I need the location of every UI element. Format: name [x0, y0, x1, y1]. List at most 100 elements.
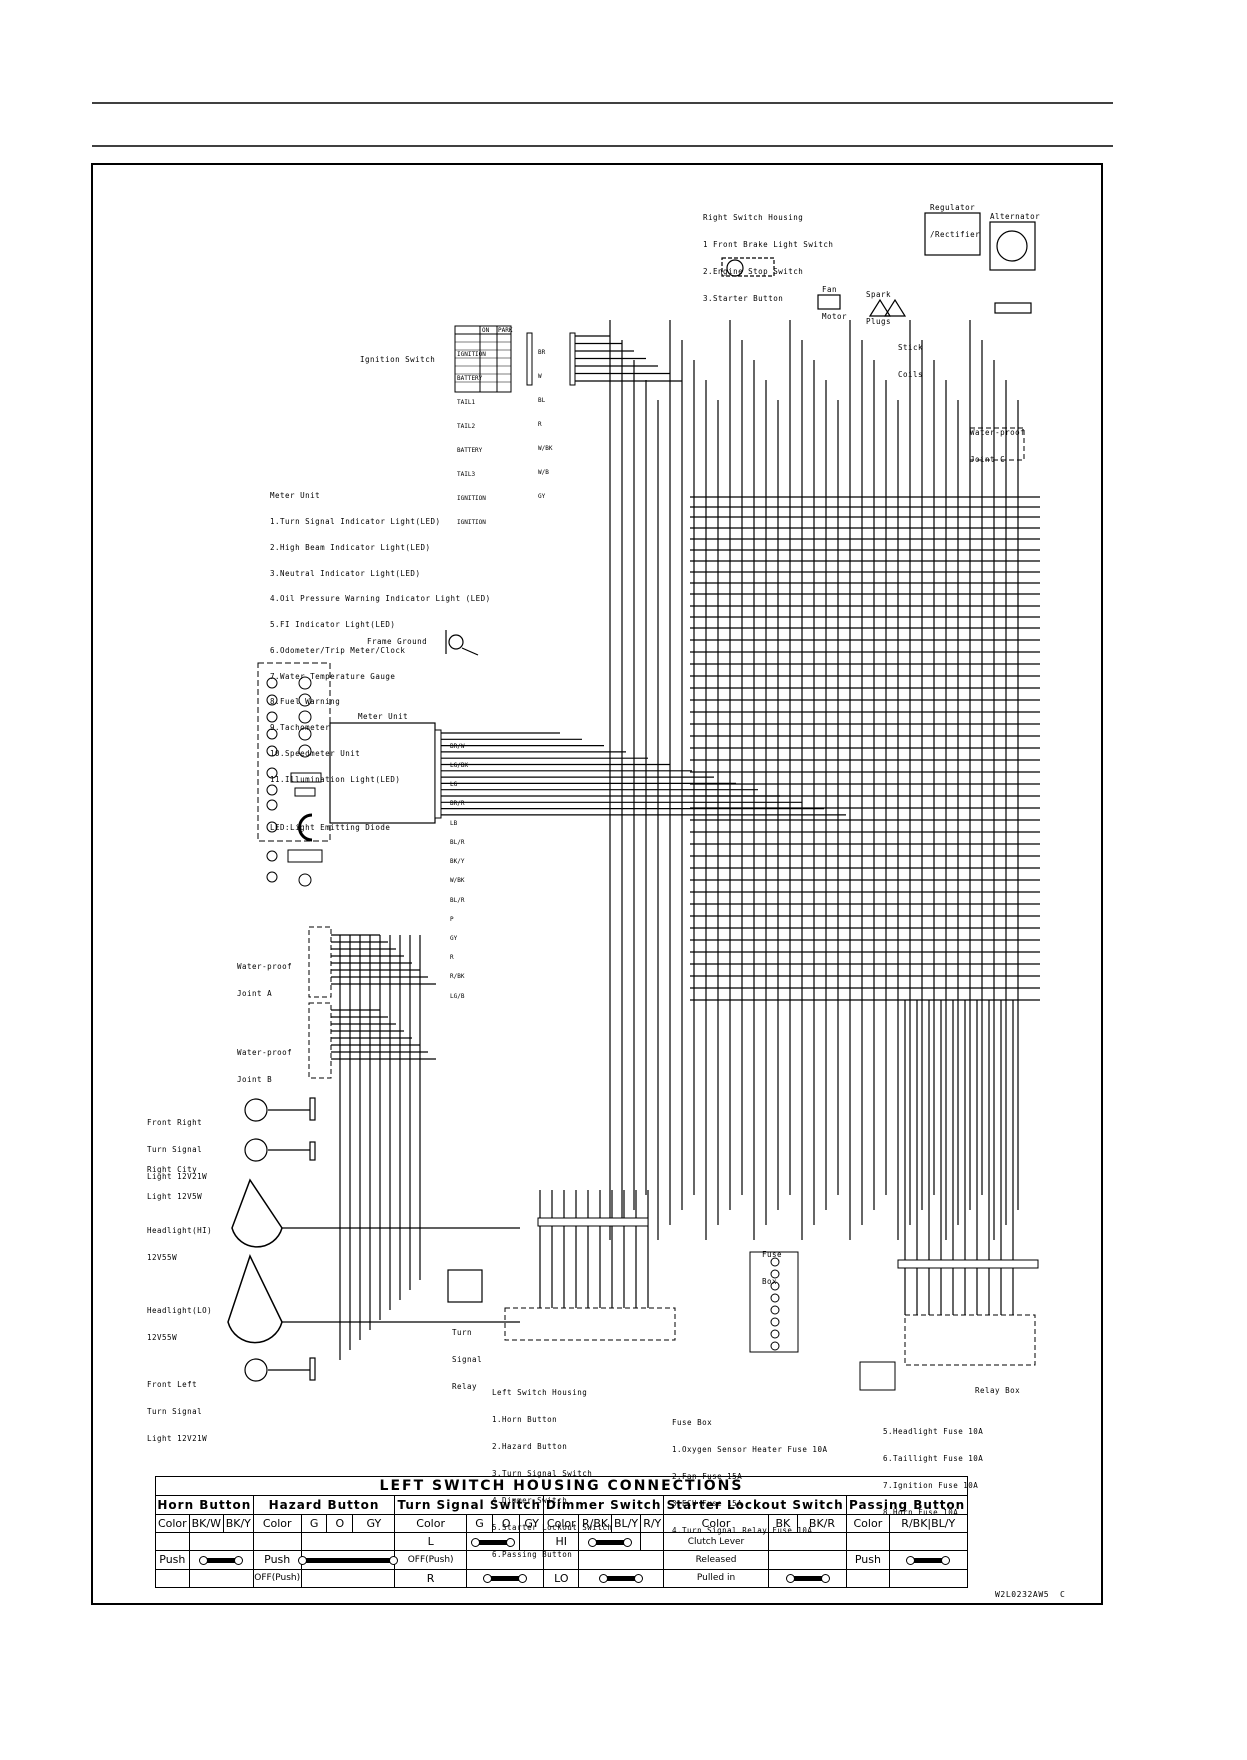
- ignition-switch-label: Ignition Switch: [360, 355, 436, 364]
- meter-legend-item: 8.Fuel Warning: [270, 697, 341, 707]
- clutch-lever-label: Clutch Lever: [663, 1531, 769, 1552]
- ignition-row: IGNITION: [457, 519, 486, 526]
- connection-bar: [767, 1568, 848, 1589]
- group-horn: Horn Button: [155, 1495, 254, 1515]
- water-proof-joint-a-label: Water-proof Joint A: [237, 944, 292, 1007]
- right-switch-housing-legend: Right Switch Housing 1 Front Brake Light…: [703, 195, 833, 312]
- right-switch-item: 3.Starter Button: [703, 294, 784, 303]
- meter-unit-label: Meter Unit: [358, 712, 409, 721]
- wire-label: BR: [538, 349, 546, 356]
- meter-legend-item: 7.Water Temperature Gauge: [270, 671, 396, 681]
- spark-plugs-label: Spark Plugs: [866, 272, 891, 335]
- turn-L-label: L: [394, 1531, 467, 1552]
- meter-unit-wire-labels: BR/W LG/BK LG BR/R LB BL/R BK/Y W/BK BL/…: [450, 731, 468, 1006]
- left-switch-item: 1.Horn Button: [492, 1415, 558, 1424]
- light-label-line: Light 12V5W: [147, 1192, 203, 1201]
- ignition-row: TAIL3: [457, 471, 476, 478]
- water-proof-c-line: Joint C: [970, 455, 1006, 464]
- fuse-legend-item: 1.Oxygen Sensor Heater Fuse 10A: [672, 1445, 828, 1454]
- water-proof-a-line: Joint A: [237, 989, 273, 998]
- relay-label-line: Signal: [452, 1355, 483, 1364]
- fan-motor-label: Fan Motor: [822, 267, 847, 330]
- relay-box-label: Relay Box: [975, 1386, 1021, 1395]
- wire-label: W/B: [538, 469, 549, 476]
- light-label-line: Front Left: [147, 1380, 198, 1389]
- turn-off-push-label: OFF(Push): [394, 1550, 467, 1570]
- col-header: O: [326, 1513, 354, 1534]
- col-header: BK/R: [796, 1513, 848, 1534]
- right-switch-item: 1 Front Brake Light Switch: [703, 240, 834, 249]
- light-label-line: Front Right: [147, 1118, 203, 1127]
- headlight-hi-label: Headlight(HI) 12V55W: [147, 1208, 212, 1271]
- wire-label: LG: [450, 781, 458, 789]
- connection-bar: [298, 1550, 399, 1570]
- color-label: Color: [543, 1513, 580, 1534]
- dim-LO-label: LO: [543, 1568, 580, 1589]
- spark-plugs-label-line: Plugs: [866, 317, 892, 326]
- wire-label: W/BK: [450, 877, 465, 885]
- ignition-row: TAIL1: [457, 399, 476, 406]
- light-label-line: Right City: [147, 1165, 198, 1174]
- turn-R-label: R: [394, 1568, 467, 1589]
- wire-label: GY: [538, 493, 546, 500]
- ignition-header-park: PARK: [498, 327, 513, 334]
- turn-signal-relay-label: Turn Signal Relay: [452, 1310, 482, 1400]
- fuse-legend-item: 6.Taillight Fuse 10A: [883, 1454, 984, 1463]
- meter-legend-item: 11.Illumination Light(LED): [270, 774, 401, 784]
- light-label-line: Headlight(LO): [147, 1306, 213, 1315]
- passing-push-label: Push: [846, 1550, 890, 1570]
- meter-unit-block: [257, 662, 442, 887]
- relay-label-line: Turn: [452, 1328, 473, 1337]
- col-header: BL/Y: [931, 1516, 956, 1530]
- pulled-in-label: Pulled in: [663, 1568, 769, 1589]
- document-code: W2L0232AW5 C: [995, 1590, 1066, 1599]
- wire-label: W/BK: [538, 445, 553, 452]
- spark-plugs-label-line: Spark: [866, 290, 892, 299]
- frame-ground-label: Frame Ground: [367, 637, 428, 646]
- right-switch-housing-title: Right Switch Housing: [703, 213, 804, 222]
- water-proof-a-line: Water-proof: [237, 962, 293, 971]
- light-label-line: Turn Signal: [147, 1145, 203, 1154]
- meter-legend-item: 4.Oil Pressure Warning Indicator Light (…: [270, 594, 491, 604]
- front-right-turn-signal-label: Front Right Turn Signal Light 12V21W: [147, 1100, 207, 1190]
- meter-unit-legend: Meter Unit 1.Turn Signal Indicator Light…: [270, 475, 491, 841]
- meter-legend-item: 5.FI Indicator Light(LED): [270, 620, 396, 630]
- wire-label: R/BK: [450, 973, 465, 981]
- ignition-row: BATTERY: [457, 447, 483, 454]
- wire-label: R: [538, 421, 542, 428]
- right-switch-item: 2.Engine Stop Switch: [703, 267, 804, 276]
- meter-legend-item: 10.Speedmeter Unit: [270, 749, 361, 758]
- meter-legend-item: 6.Odometer/Trip Meter/Clock: [270, 645, 406, 655]
- fan-motor-label-line: Fan: [822, 285, 838, 294]
- relay-label-line: Relay: [452, 1382, 478, 1391]
- col-header: G: [300, 1513, 328, 1534]
- group-turn: Turn Signal Switch: [394, 1495, 545, 1515]
- col-header: R/Y: [640, 1513, 665, 1534]
- color-label: Color: [394, 1513, 467, 1534]
- color-label: Color: [663, 1513, 769, 1534]
- meter-legend-note: LED:Light Emitting Diode: [270, 822, 391, 832]
- connection-bar: [465, 1568, 545, 1589]
- light-label-line: 12V55W: [147, 1253, 178, 1262]
- wire-label: LG/B: [450, 992, 465, 1000]
- ignition-row: TAIL2: [457, 423, 476, 430]
- left-switch-item: 2.Hazard Button: [492, 1442, 568, 1451]
- left-switch-housing-title: Left Switch Housing: [492, 1388, 588, 1397]
- released-label: Released: [663, 1550, 769, 1570]
- water-proof-joint-c-label: Water-proof Joint C: [970, 410, 1025, 473]
- water-proof-b-line: Joint B: [237, 1075, 273, 1084]
- light-label-line: Light 12V21W: [147, 1434, 208, 1443]
- stick-coils-label-line: Stick: [898, 343, 924, 352]
- connection-bar: [578, 1531, 642, 1552]
- stick-coils-label-line: Coils: [898, 370, 924, 379]
- meter-legend-item: 2.High Beam Indicator Light(LED): [270, 542, 431, 552]
- meter-legend-item: 3.Neutral Indicator Light(LED): [270, 568, 421, 578]
- wire-label: BL/R: [450, 838, 465, 846]
- wire-label: LB: [450, 819, 458, 827]
- group-lockout: Starter Lockout Switch: [663, 1495, 848, 1515]
- col-header: G: [465, 1513, 494, 1534]
- color-label: Color: [155, 1513, 190, 1534]
- wire-label: P: [450, 915, 454, 923]
- ignition-row: IGNITION: [457, 351, 486, 358]
